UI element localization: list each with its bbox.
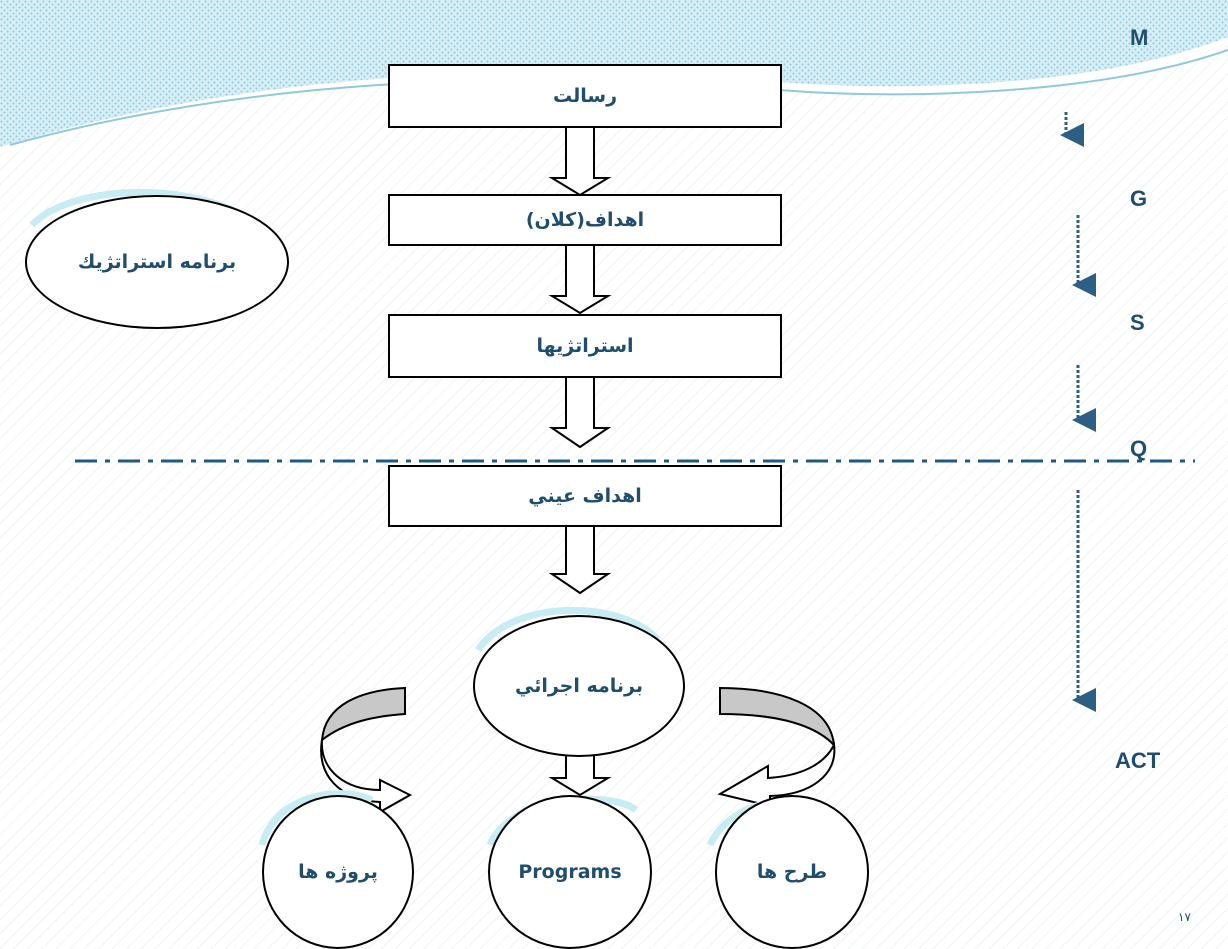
level-q: Q <box>1130 436 1148 461</box>
mission-box: رسالت <box>388 64 782 128</box>
objective-goals-box: اهداف عيني <box>388 465 782 527</box>
arrow-down-4 <box>548 523 612 595</box>
strategies-label: استراتژيها <box>536 335 634 357</box>
programs-label: Programs <box>518 861 622 883</box>
projects-label: پروژه ها <box>298 861 378 883</box>
strategic-plan-oval: برنامه استراتژيك <box>25 195 289 329</box>
big-goals-label: اهداف(كلان) <box>525 209 645 231</box>
arrow-down-1 <box>548 124 612 197</box>
operational-plan-oval: برنامه اجرائي <box>473 615 685 757</box>
mission-label: رسالت <box>553 85 618 107</box>
page-number: ١٧ <box>1178 910 1191 924</box>
plans-label: طرح ها <box>756 861 828 883</box>
programs-oval: Programs <box>488 795 652 949</box>
arrow-down-5 <box>548 751 612 797</box>
plans-oval: طرح ها <box>715 795 869 949</box>
strategic-plan-label: برنامه استراتژيك <box>77 251 237 273</box>
projects-oval: پروژه ها <box>262 795 414 949</box>
level-g: G <box>1130 186 1148 211</box>
level-s: S <box>1130 310 1145 335</box>
big-goals-box: اهداف(كلان) <box>388 194 782 246</box>
operational-plan-label: برنامه اجرائي <box>514 675 644 697</box>
level-act: ACT <box>1115 748 1161 773</box>
arrow-down-2 <box>548 242 612 315</box>
level-m: M <box>1130 25 1149 50</box>
strategies-box: استراتژيها <box>388 314 782 378</box>
curved-arrow-left <box>320 686 413 814</box>
arrow-down-3 <box>548 374 612 449</box>
objective-goals-label: اهداف عيني <box>528 485 642 507</box>
